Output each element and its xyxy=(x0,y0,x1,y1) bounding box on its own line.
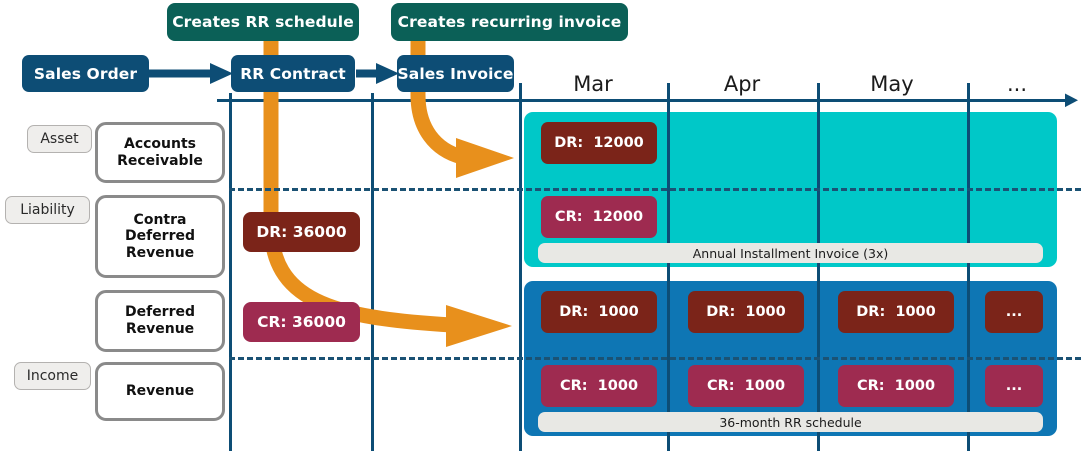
schedule-debit-may[interactable]: DR: 1000 xyxy=(838,291,954,333)
separator-liability-income xyxy=(229,357,1081,360)
separator-asset-liability xyxy=(229,188,1081,191)
schedule-debit-more[interactable]: ... xyxy=(985,291,1043,333)
category-chip-income: Income xyxy=(14,362,91,390)
account-box-accounts-receivable[interactable]: Accounts Receivable xyxy=(95,122,225,183)
flow-node-sales-invoice[interactable]: Sales Invoice xyxy=(397,55,514,92)
callout-creates-recurring-invoice[interactable]: Creates recurring invoice xyxy=(391,3,628,41)
schedule-debit-apr[interactable]: DR: 1000 xyxy=(688,291,804,333)
invoice-debit-mar[interactable]: DR: 12000 xyxy=(541,122,657,164)
grid-line-contract-right xyxy=(371,93,374,451)
grid-line-month-3 xyxy=(967,83,970,451)
flow-node-sales-order[interactable]: Sales Order xyxy=(22,55,149,92)
invoice-block-caption: Annual Installment Invoice (3x) xyxy=(538,243,1043,263)
account-box-revenue[interactable]: Revenue xyxy=(95,362,225,421)
grid-line-month-1 xyxy=(667,83,670,451)
contract-credit-entry[interactable]: CR: 36000 xyxy=(243,302,360,342)
timeline-axis xyxy=(217,99,1069,102)
month-label-apr: Apr xyxy=(723,72,761,96)
grid-line-timeline-start xyxy=(519,83,522,451)
callout-creates-rr-schedule[interactable]: Creates RR schedule xyxy=(167,3,359,41)
month-label-may: May xyxy=(870,72,914,96)
schedule-credit-apr[interactable]: CR: 1000 xyxy=(688,365,804,407)
account-box-deferred-revenue[interactable]: Deferred Revenue xyxy=(95,290,225,352)
category-chip-liability: Liability xyxy=(5,196,90,224)
schedule-credit-more[interactable]: ... xyxy=(985,365,1043,407)
grid-line-month-2 xyxy=(817,83,820,451)
category-chip-asset: Asset xyxy=(27,125,92,153)
flow-node-rr-contract[interactable]: RR Contract xyxy=(231,55,355,92)
account-box-contra-deferred-revenue[interactable]: Contra Deferred Revenue xyxy=(95,195,225,278)
contract-debit-entry[interactable]: DR: 36000 xyxy=(243,212,360,252)
schedule-block-caption: 36-month RR schedule xyxy=(538,412,1043,432)
grid-line-contract-left xyxy=(229,93,232,451)
schedule-debit-mar[interactable]: DR: 1000 xyxy=(541,291,657,333)
invoice-credit-mar[interactable]: CR: 12000 xyxy=(541,196,657,238)
month-label-more: ... xyxy=(1006,72,1028,96)
month-label-mar: Mar xyxy=(573,72,613,96)
schedule-credit-mar[interactable]: CR: 1000 xyxy=(541,365,657,407)
schedule-credit-may[interactable]: CR: 1000 xyxy=(838,365,954,407)
